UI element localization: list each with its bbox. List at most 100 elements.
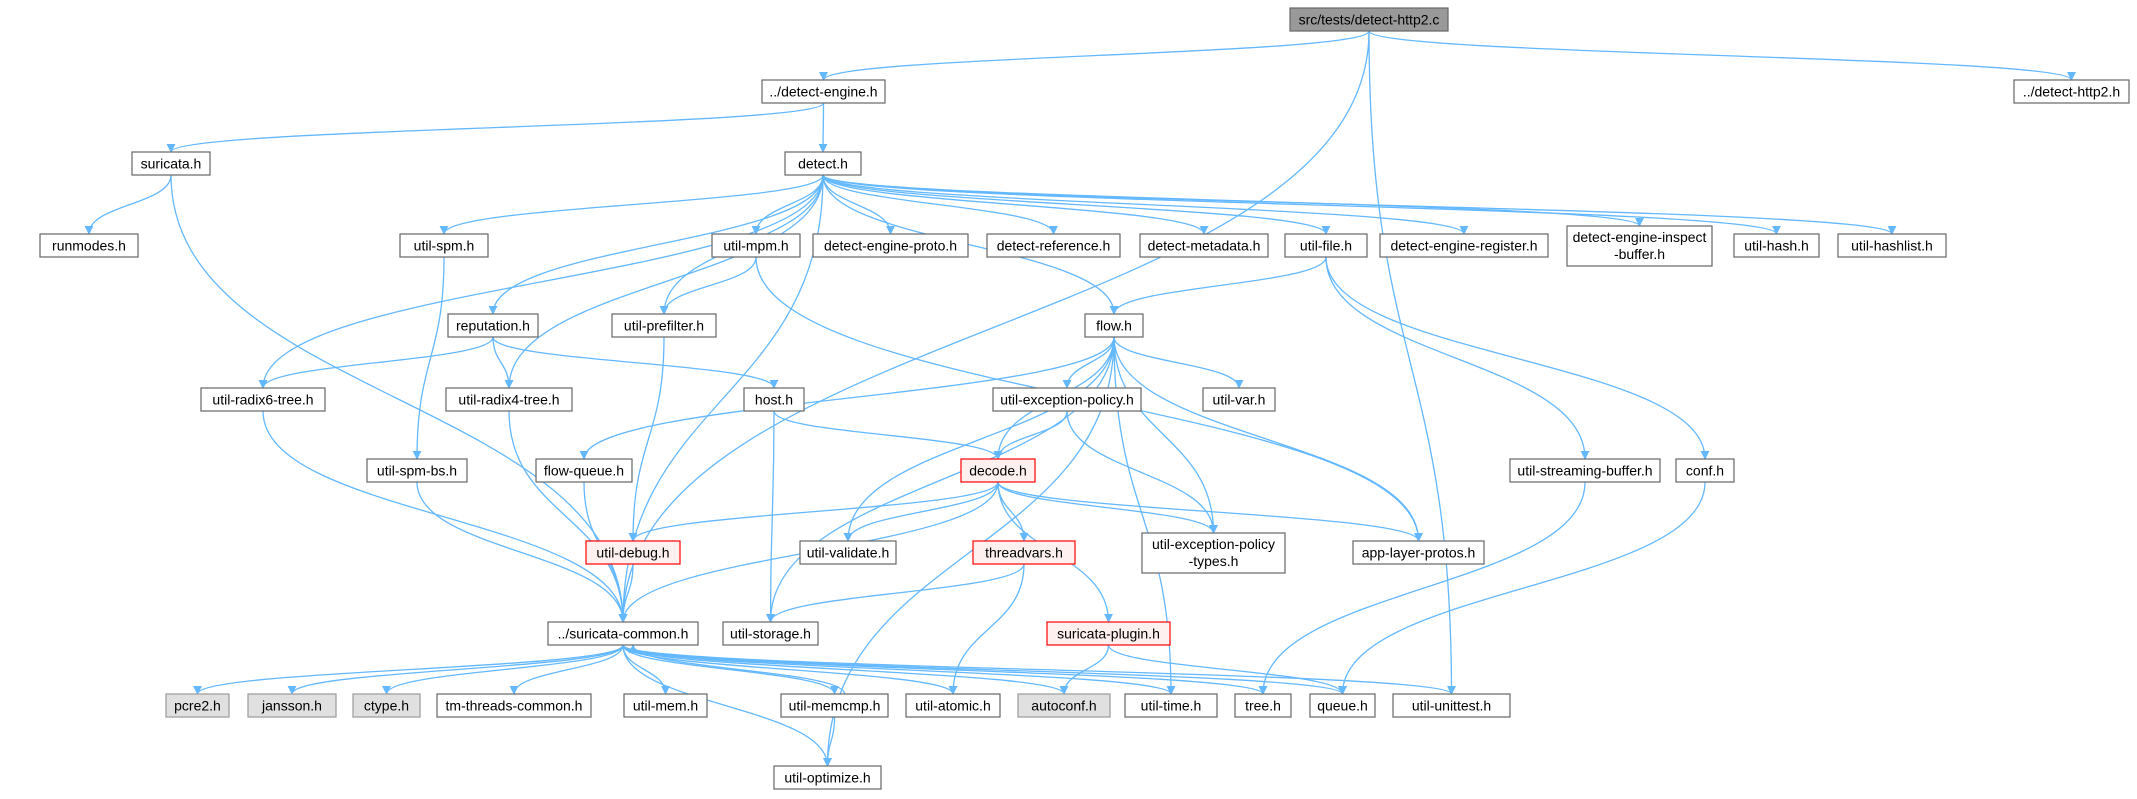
edge-suricata_common-to-pcre2 xyxy=(193,644,624,695)
node-runmodes[interactable]: runmodes.h xyxy=(39,233,139,258)
node-reputation[interactable]: reputation.h xyxy=(447,313,539,338)
edge-util_radix6_tree-to-suricata_common xyxy=(262,410,628,623)
node-util-memcmp[interactable]: util-memcmp.h xyxy=(780,693,889,718)
node-box xyxy=(1509,458,1661,483)
edge-suricata_common-to-ctype xyxy=(382,644,624,695)
node-label: util-memcmp.h xyxy=(789,698,881,714)
node-threadvars[interactable]: threadvars.h xyxy=(972,540,1076,565)
node-label: util-mem.h xyxy=(633,698,698,714)
node-detect-reference[interactable]: detect-reference.h xyxy=(986,233,1121,258)
edge-flow-to-util_exception_policy xyxy=(1062,336,1115,389)
node-util-validate[interactable]: util-validate.h xyxy=(799,540,897,565)
node-detect[interactable]: detect.h xyxy=(784,151,862,176)
node-label: flow-queue.h xyxy=(544,463,624,479)
node-box xyxy=(1289,7,1449,32)
node-util-hash[interactable]: util-hash.h xyxy=(1733,233,1820,258)
node-box xyxy=(585,540,681,565)
node-suricata-common[interactable]: ../suricata-common.h xyxy=(547,621,699,646)
node-util-prefilter[interactable]: util-prefilter.h xyxy=(611,313,717,338)
node-label: util-optimize.h xyxy=(784,770,870,786)
edge-host-to-util_storage xyxy=(766,410,776,623)
node-util-streaming-buffer[interactable]: util-streaming-buffer.h xyxy=(1509,458,1661,483)
edge-suricata-to-suricata_common xyxy=(170,174,628,623)
edge-detect-to-util_radix6_tree xyxy=(258,174,824,389)
node-tm-threads-common[interactable]: tm-threads-common.h xyxy=(436,693,592,718)
node-util-storage[interactable]: util-storage.h xyxy=(722,621,819,646)
node-label: util-mpm.h xyxy=(723,238,788,254)
node-util-unittest[interactable]: util-unittest.h xyxy=(1392,693,1511,718)
node-label: decode.h xyxy=(969,463,1027,479)
edge-detect-to-util_hash xyxy=(822,174,1781,235)
node-ctype[interactable]: ctype.h xyxy=(352,693,421,718)
node-detect-engine[interactable]: ../detect-engine.h xyxy=(761,79,886,104)
edge-detect-to-reputation xyxy=(488,174,824,315)
node-util-radix6-tree[interactable]: util-radix6-tree.h xyxy=(200,387,326,412)
node-box xyxy=(972,540,1076,565)
edge-suricata_common-to-queue xyxy=(622,644,1347,695)
node-label: detect.h xyxy=(798,156,848,172)
node-label: autoconf.h xyxy=(1031,698,1096,714)
node-box xyxy=(1392,693,1511,718)
node-label: flow.h xyxy=(1096,318,1132,334)
node-conf[interactable]: conf.h xyxy=(1675,458,1735,483)
node-util-optimize[interactable]: util-optimize.h xyxy=(773,765,882,790)
node-box xyxy=(1284,233,1368,258)
node-label: detect-engine-proto.h xyxy=(824,238,957,254)
edge-util_exception_policy-to-util_exception_policy_types xyxy=(1066,410,1218,534)
edge-reputation-to-util_radix6_tree xyxy=(258,336,494,389)
node-box xyxy=(535,458,633,483)
node-util-var[interactable]: util-var.h xyxy=(1202,387,1276,412)
node-label: util-hash.h xyxy=(1744,238,1809,254)
node-util-mem[interactable]: util-mem.h xyxy=(623,693,708,718)
edge-conf-to-queue xyxy=(1338,481,1706,695)
node-jansson[interactable]: jansson.h xyxy=(247,693,337,718)
node-detect-engine-proto[interactable]: detect-engine-proto.h xyxy=(812,233,969,258)
node-detect-engine-register[interactable]: detect-engine-register.h xyxy=(1379,233,1549,258)
node-util-exception-policy-types[interactable]: util-exception-policy-types.h xyxy=(1141,532,1286,574)
node-label: util-exception-policy-types.h xyxy=(1152,536,1275,569)
node-autoconf[interactable]: autoconf.h xyxy=(1017,693,1111,718)
node-util-mpm[interactable]: util-mpm.h xyxy=(711,233,801,258)
node-queue[interactable]: queue.h xyxy=(1309,693,1376,718)
node-box xyxy=(1566,225,1713,267)
node-box xyxy=(352,693,421,718)
node-util-atomic[interactable]: util-atomic.h xyxy=(905,693,1001,718)
node-util-exception-policy[interactable]: util-exception-policy.h xyxy=(992,387,1142,412)
node-suricata-plugin[interactable]: suricata-plugin.h xyxy=(1046,621,1171,646)
node-util-spm[interactable]: util-spm.h xyxy=(399,233,489,258)
node-root[interactable]: src/tests/detect-http2.c xyxy=(1289,7,1449,32)
node-tree[interactable]: tree.h xyxy=(1234,693,1292,718)
node-util-spm-bs[interactable]: util-spm-bs.h xyxy=(366,458,468,483)
edge-suricata_common-to-jansson xyxy=(287,644,624,695)
node-host[interactable]: host.h xyxy=(743,387,805,412)
node-util-debug[interactable]: util-debug.h xyxy=(585,540,681,565)
edge-layer xyxy=(84,30,2076,767)
node-detect-engine-inspect-buffer[interactable]: detect-engine-inspect-buffer.h xyxy=(1566,225,1713,267)
edge-util_spm-to-util_spm_bs xyxy=(412,256,445,460)
edge-detect-to-util_file xyxy=(822,174,1331,235)
node-box xyxy=(780,693,889,718)
node-decode[interactable]: decode.h xyxy=(960,458,1036,483)
node-layer: src/tests/detect-http2.c ../detect-engine… xyxy=(39,7,2130,790)
edge-util_exception_policy-to-decode xyxy=(993,410,1068,460)
node-flow-queue[interactable]: flow-queue.h xyxy=(535,458,633,483)
node-util-hashlist[interactable]: util-hashlist.h xyxy=(1837,233,1947,258)
node-app-layer-protos[interactable]: app-layer-protos.h xyxy=(1352,540,1485,565)
node-suricata[interactable]: suricata.h xyxy=(131,151,211,176)
node-label: util-streaming-buffer.h xyxy=(1517,463,1652,479)
edge-flow-to-util_validate xyxy=(843,336,1115,542)
node-util-file[interactable]: util-file.h xyxy=(1284,233,1368,258)
node-detect-http2[interactable]: ../detect-http2.h xyxy=(2013,79,2130,104)
node-box xyxy=(1733,233,1820,258)
node-detect-metadata[interactable]: detect-metadata.h xyxy=(1139,233,1269,258)
node-label: ../detect-http2.h xyxy=(2023,84,2120,100)
edge-suricata-to-runmodes xyxy=(84,174,172,235)
edge-suricata_common-to-util_unittest xyxy=(622,644,1456,695)
edge-suricata_common-to-util_atomic xyxy=(622,644,958,695)
node-box xyxy=(1017,693,1111,718)
node-label: ../detect-engine.h xyxy=(769,84,877,100)
node-flow[interactable]: flow.h xyxy=(1084,313,1144,338)
node-util-time[interactable]: util-time.h xyxy=(1124,693,1218,718)
node-pcre2[interactable]: pcre2.h xyxy=(165,693,230,718)
node-util-radix4-tree[interactable]: util-radix4-tree.h xyxy=(445,387,573,412)
